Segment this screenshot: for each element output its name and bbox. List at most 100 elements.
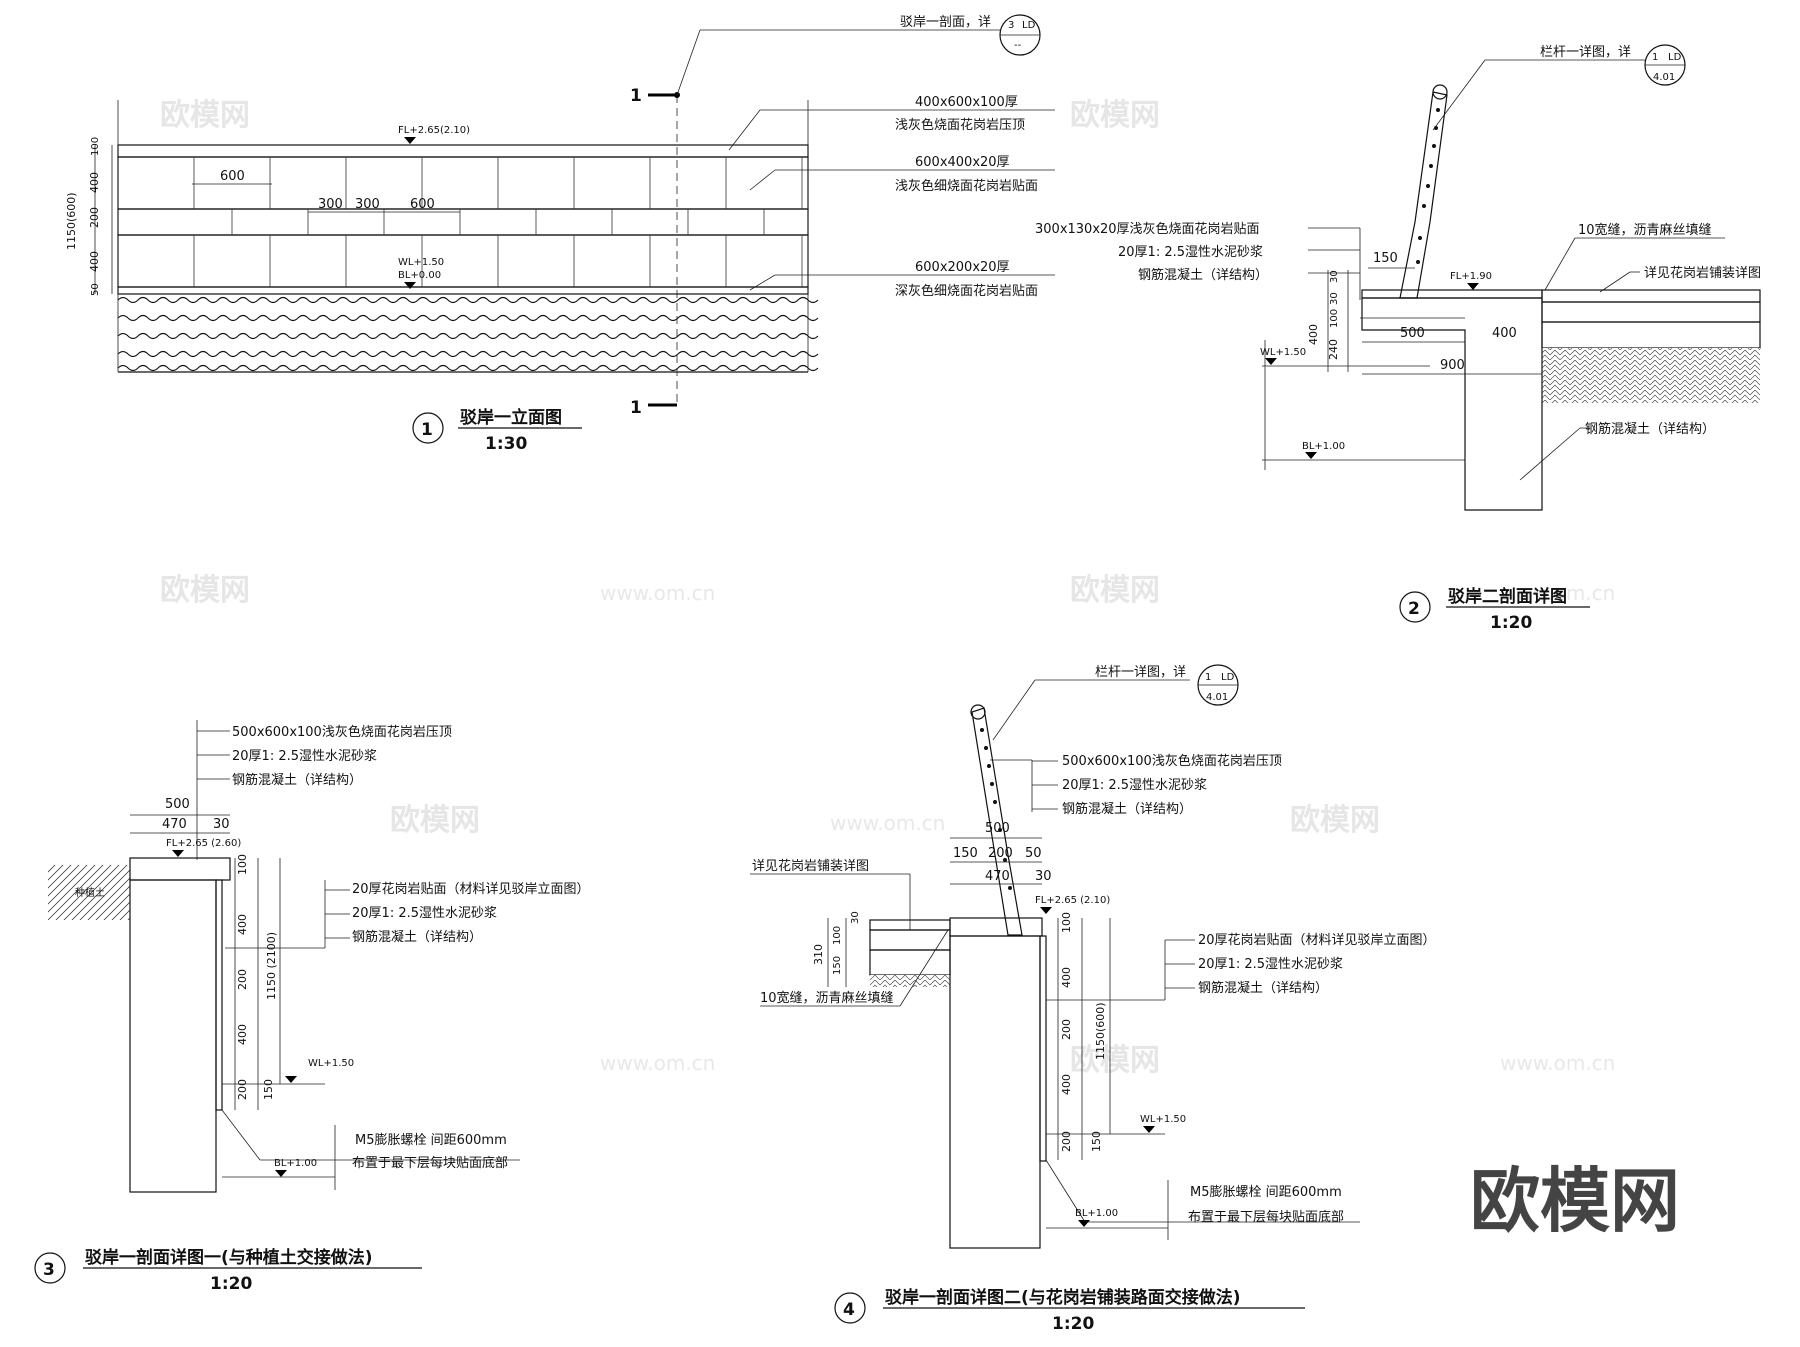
note-leader bbox=[1519, 427, 1581, 481]
bolt-hole bbox=[1008, 886, 1012, 890]
drawing-scale: 1:20 bbox=[210, 1274, 252, 1294]
callout-leader bbox=[676, 29, 701, 96]
paving-slab bbox=[1541, 289, 1761, 303]
dim-text: 200 bbox=[1060, 1131, 1073, 1152]
level-fl: FL+2.65 (2.60) bbox=[166, 838, 241, 849]
dim-text: 150 bbox=[832, 956, 843, 975]
bolt-hole bbox=[1426, 184, 1430, 188]
note-text: 布置于最下层每块贴面底部 bbox=[352, 1155, 508, 1171]
level-marker bbox=[275, 1170, 287, 1177]
watermark-brand: 欧模网 bbox=[1070, 573, 1160, 608]
note-text: 详见花岗岩铺装详图 bbox=[1644, 265, 1761, 281]
dim-text: 400 bbox=[1492, 326, 1517, 341]
dim-text: 100 bbox=[1060, 912, 1073, 933]
note-text: 500x600x100浅灰色烧面花岗岩压顶 bbox=[1062, 753, 1282, 769]
drawing-1-elevation: 1 1 驳岸一剖面，详 3 LD -- 400x600x100厚 浅灰色烧面花岗… bbox=[65, 14, 1055, 454]
note-text: 300x130x20厚浅灰色烧面花岗岩贴面 bbox=[1035, 221, 1260, 237]
railing-cap bbox=[1432, 84, 1448, 100]
drawing-number: 2 bbox=[1408, 599, 1420, 619]
granite-cladding bbox=[1039, 935, 1047, 1162]
dim-text: 400 bbox=[1307, 324, 1320, 345]
dim-text: 30 bbox=[850, 911, 861, 924]
water-wave bbox=[117, 296, 819, 304]
watermark-layer: 欧模网 欧模网 欧模网 欧模网 欧模网 欧模网 欧模网 www.om.cn ww… bbox=[160, 98, 1615, 1078]
level-marker bbox=[1467, 283, 1479, 290]
drawing-title: 驳岸二剖面详图 bbox=[1448, 586, 1567, 607]
dim-text: 300 bbox=[318, 197, 343, 212]
note-text: 20厚1: 2.5湿性水泥砂浆 bbox=[232, 749, 377, 764]
note-leader bbox=[728, 109, 761, 151]
note-text: 浅灰色烧面花岗岩压顶 bbox=[895, 117, 1025, 133]
dim-text: 200 bbox=[236, 1079, 249, 1100]
concrete-wall bbox=[1361, 297, 1543, 511]
bolt-hole bbox=[987, 764, 991, 768]
drawing-title: 驳岸一立面图 bbox=[460, 407, 562, 428]
callout-leader bbox=[992, 679, 1036, 741]
callout-ref: 1 bbox=[1652, 52, 1658, 63]
callout-tag: LD bbox=[1022, 20, 1036, 31]
level-fl: FL+2.65(2.10) bbox=[398, 125, 470, 136]
dim-text: 500 bbox=[985, 821, 1010, 836]
panel-course bbox=[117, 286, 809, 295]
note-leader bbox=[749, 169, 776, 191]
note-text: M5膨胀螺栓 间距600mm bbox=[355, 1133, 507, 1148]
drawing-number: 4 bbox=[843, 1300, 855, 1320]
note-text: 10宽缝，沥青麻丝填缝 bbox=[760, 990, 894, 1006]
callout-text: 驳岸一剖面，详 bbox=[900, 15, 991, 30]
callout-ref: 1 bbox=[1205, 672, 1211, 683]
bolt-hole bbox=[1416, 260, 1420, 264]
water-wave bbox=[117, 364, 819, 372]
bolt-hole bbox=[1418, 236, 1422, 240]
bolt-hole bbox=[990, 782, 994, 786]
note-text: 20厚1: 2.5湿性水泥砂浆 bbox=[1198, 957, 1343, 972]
note-text: M5膨胀螺栓 间距600mm bbox=[1190, 1185, 1342, 1200]
note-text: 20厚花岗岩贴面（材料详见驳岸立面图） bbox=[352, 881, 590, 897]
note-text: 钢筋混凝土（详结构） bbox=[352, 929, 482, 945]
base-course bbox=[1541, 321, 1761, 349]
level-marker bbox=[1040, 907, 1052, 914]
coping-slab bbox=[1361, 289, 1543, 299]
bolt-hole bbox=[1003, 858, 1007, 862]
drawing-number-bubble bbox=[34, 1252, 66, 1284]
level-marker bbox=[172, 850, 184, 857]
dim-text: 600 bbox=[220, 169, 245, 184]
watermark-url: www.om.cn bbox=[830, 811, 945, 835]
level-bl: BL+1.00 bbox=[1075, 1208, 1118, 1219]
railing-cap bbox=[970, 704, 986, 720]
note-text: 600x200x20厚 bbox=[915, 260, 1010, 275]
coping-band bbox=[117, 144, 809, 158]
watermark-brand: 欧模网 bbox=[160, 98, 250, 133]
level-wl: WL+1.50 bbox=[1260, 347, 1306, 358]
dim-text: 100 bbox=[236, 854, 249, 875]
callout-tag: LD bbox=[1668, 52, 1682, 63]
soil-label: 种植土 bbox=[75, 886, 105, 899]
dim-text: 400 bbox=[1060, 967, 1073, 988]
dim-text: 200 bbox=[236, 969, 249, 990]
level-marker bbox=[1305, 452, 1317, 459]
note-leader bbox=[221, 1109, 261, 1161]
dim-text: 200 bbox=[1060, 1019, 1073, 1040]
compacted-soil bbox=[1542, 348, 1760, 403]
note-text: 10宽缝，沥青麻丝填缝 bbox=[1578, 222, 1712, 238]
concrete-wall bbox=[129, 879, 217, 1193]
dim-text: 240 bbox=[1327, 339, 1340, 360]
drawing-scale: 1:20 bbox=[1052, 1314, 1094, 1334]
drawing-scale: 1:20 bbox=[1490, 613, 1532, 633]
bolt-hole bbox=[980, 728, 984, 732]
note-text: 钢筋混凝土（详结构） bbox=[1062, 801, 1192, 817]
dim-text: 500 bbox=[165, 797, 190, 812]
panel-course bbox=[117, 234, 809, 288]
note-text: 深灰色细烧面花岗岩贴面 bbox=[895, 283, 1038, 299]
note-leader bbox=[899, 929, 949, 1007]
callout-sheet: -- bbox=[1014, 40, 1022, 51]
bolt-hole bbox=[984, 746, 988, 750]
water-hatch bbox=[117, 296, 819, 372]
dim-text: 200 bbox=[988, 846, 1013, 861]
note-text: 钢筋混凝土（详结构） bbox=[1198, 980, 1328, 996]
dim-text: 1150 (2100) bbox=[265, 932, 278, 1000]
note-leader bbox=[1045, 1159, 1086, 1223]
drawing-number: 3 bbox=[43, 1260, 55, 1280]
dim-text: 30 bbox=[1035, 869, 1052, 884]
bolt-hole bbox=[998, 828, 1002, 832]
